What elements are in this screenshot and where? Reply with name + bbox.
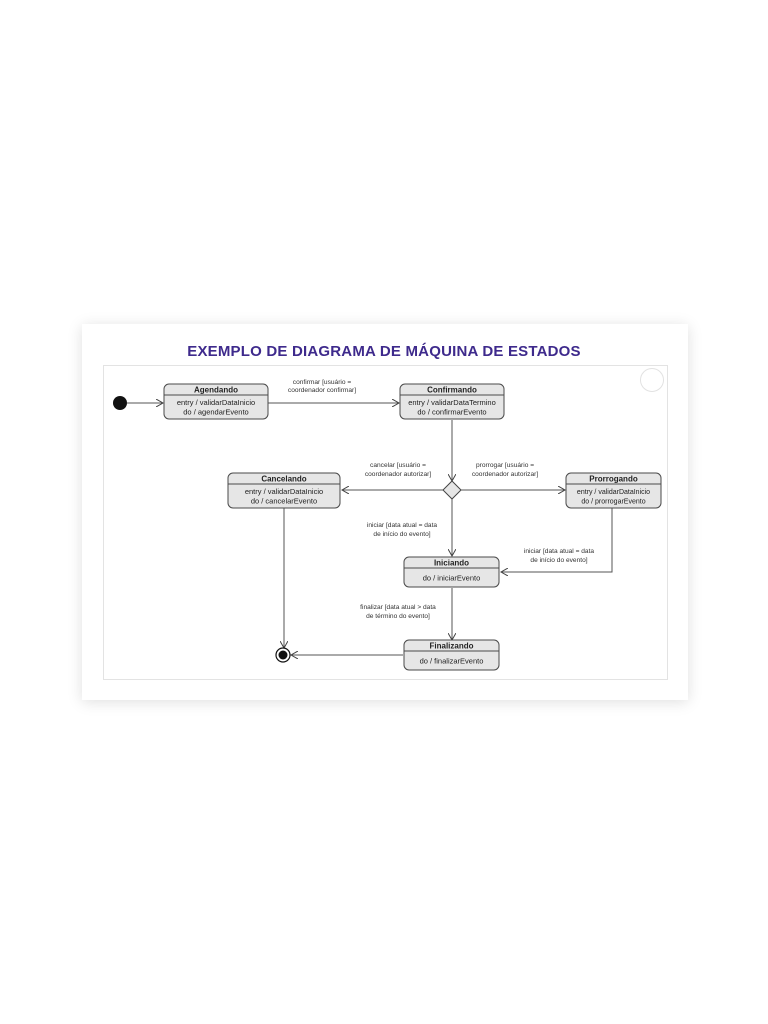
- state-activity: entry / validarDataTermino: [408, 398, 496, 407]
- state-iniciando: Iniciando do / iniciarEvento: [403, 556, 500, 588]
- label-iniciar-b: iniciar [data atual = data de início do …: [524, 548, 595, 564]
- choice-node: [442, 480, 462, 500]
- state-activity: do / agendarEvento: [183, 408, 248, 417]
- state-name: Agendando: [194, 386, 238, 395]
- state-finalizando: Finalizando do / finalizarEvento: [403, 639, 500, 671]
- state-name: Confirmando: [427, 386, 477, 395]
- transition-label: prorrogar [usuário =: [476, 462, 534, 469]
- transition-label: confirmar [usuário =: [293, 379, 352, 386]
- state-confirmando: Confirmando entry / validarDataTermino d…: [399, 383, 505, 420]
- transition-iniciar-b: [501, 507, 613, 572]
- state-activity: do / iniciarEvento: [423, 574, 481, 583]
- expand-icon[interactable]: [640, 368, 664, 392]
- state-name: Cancelando: [261, 475, 306, 484]
- state-activity: entry / validarDataInicio: [245, 487, 323, 496]
- state-prorrogando: Prorrogando entry / validarDataInicio do…: [565, 472, 662, 509]
- page-title: EXEMPLO DE DIAGRAMA DE MÁQUINA DE ESTADO…: [187, 343, 581, 360]
- transition-label: iniciar [data atual = data: [367, 522, 438, 529]
- transition-label: finalizar [data atual > data: [360, 604, 436, 611]
- transition-label: coordenador confirmar]: [288, 387, 356, 394]
- state-activity: entry / validarDataInicio: [177, 398, 255, 407]
- transition-label: coordenador autorizar]: [472, 471, 539, 478]
- label-confirmar: confirmar [usuário = coordenador confirm…: [288, 379, 356, 394]
- state-cancelando: Cancelando entry / validarDataInicio do …: [227, 472, 341, 509]
- state-name: Iniciando: [434, 559, 469, 568]
- transition-label: de início do evento]: [530, 557, 587, 564]
- label-cancelar: cancelar [usuário = coordenador autoriza…: [365, 462, 432, 478]
- transition-label: de início do evento]: [373, 531, 430, 538]
- label-prorrogar: prorrogar [usuário = coordenador autoriz…: [472, 462, 539, 478]
- state-activity: entry / validarDataInicio: [577, 489, 650, 496]
- transition-label: coordenador autorizar]: [365, 471, 432, 478]
- state-activity: do / finalizarEvento: [420, 657, 484, 666]
- state-name: Finalizando: [430, 642, 474, 651]
- transition-label: iniciar [data atual = data: [524, 548, 595, 555]
- label-finalizar: finalizar [data atual > data de término …: [360, 604, 436, 620]
- transition-label: cancelar [usuário =: [370, 462, 426, 469]
- state-name: Prorrogando: [589, 475, 638, 484]
- state-agendando: Agendando entry / validarDataInicio do /…: [163, 383, 269, 420]
- initial-state: [113, 396, 127, 410]
- state-activity: do / prorrogarEvento: [581, 499, 645, 506]
- state-activity: do / confirmarEvento: [417, 408, 486, 417]
- label-iniciar-a: iniciar [data atual = data de início do …: [367, 522, 438, 538]
- state-activity: do / cancelarEvento: [251, 497, 317, 506]
- final-state: [275, 647, 291, 663]
- transition-label: de término do evento]: [366, 613, 430, 620]
